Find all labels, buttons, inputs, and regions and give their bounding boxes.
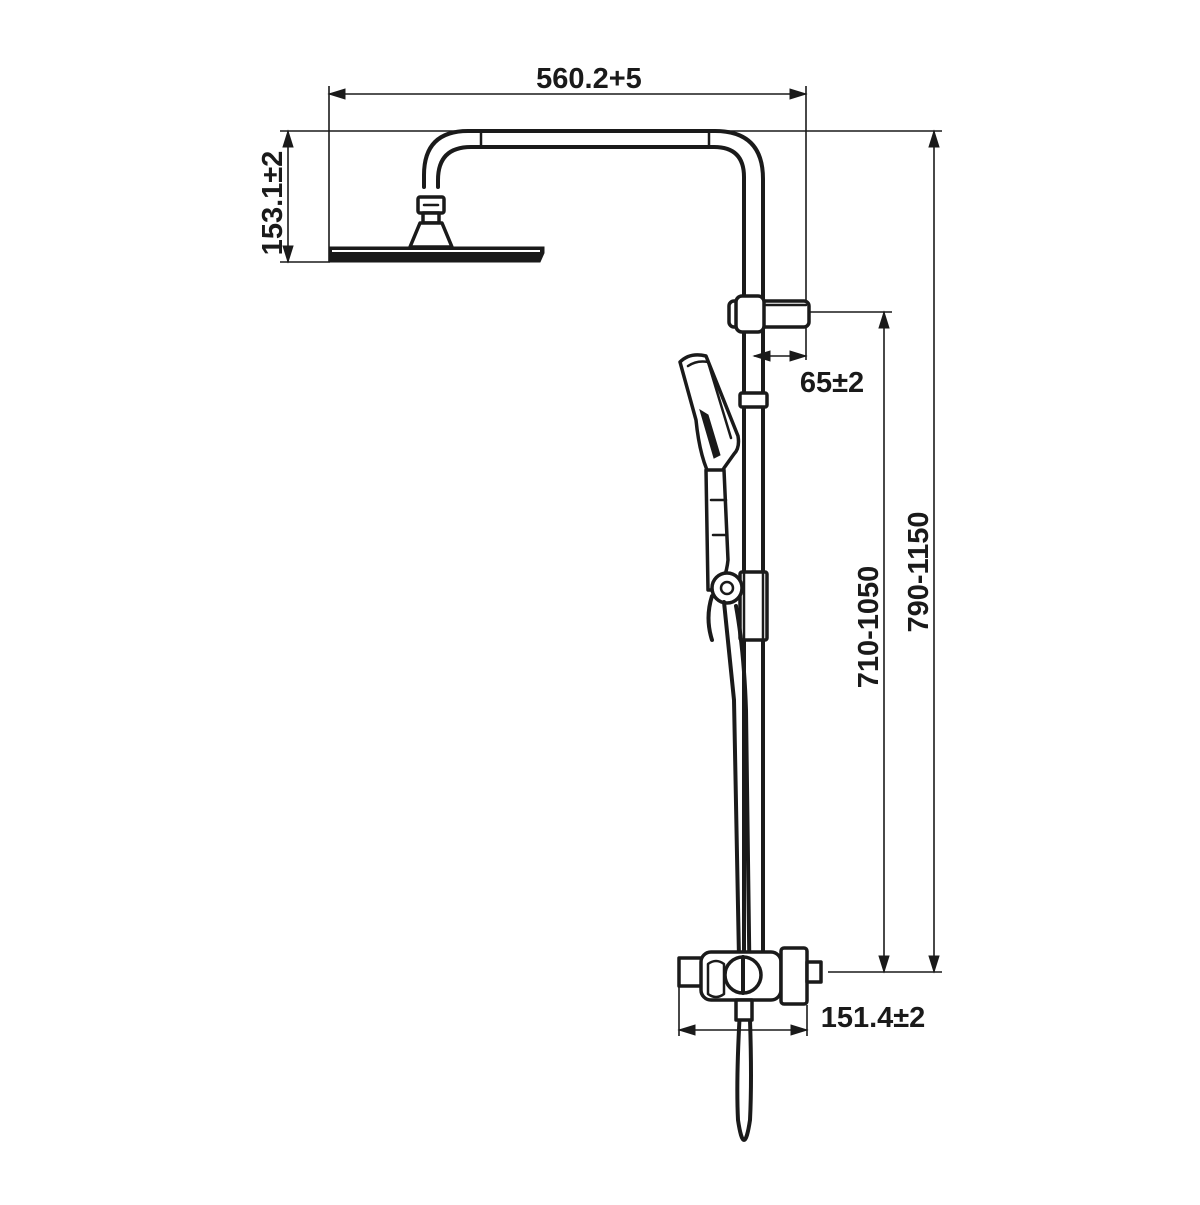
shower-riser-pipe [422,129,765,954]
shower-head-plate [328,246,545,263]
mixer-left-cap [677,956,705,988]
hand-shower [678,353,741,592]
thermostatic-mixer [677,946,823,1022]
dimension-label-width-top: 560.2+5 [536,63,642,95]
dimension-label-offset-holder: 65±2 [800,367,864,399]
dimension-label-height-total-range: 790-1150 [903,512,935,633]
shower-head-connector [408,221,454,249]
dimension-label-mixer-width: 151.4±2 [821,1002,926,1034]
mixer-wall-bracket [779,946,809,1006]
dimension-height-holder-range: 710-1050 [810,310,942,974]
shower-hose [706,594,753,1142]
dimension-label-height-head: 153.1±2 [257,151,289,256]
rain-shower-head [328,195,545,263]
dimension-mixer-width: 151.4±2 [677,985,926,1036]
mixer-outlet [734,998,754,1022]
height-adjust-collar [738,391,769,409]
mixer-inlet-nut [805,960,823,984]
slide-bar-knob [710,571,744,605]
handset-holder-clamp [727,294,811,334]
dimension-offset-holder: 65±2 [752,350,864,399]
slide-bar-holder [710,570,769,642]
dimension-label-height-holder-range: 710-1050 [853,566,885,689]
dimension-height-head: 153.1±2 [257,129,470,264]
dimension-height-total-range: 790-1150 [710,129,942,974]
